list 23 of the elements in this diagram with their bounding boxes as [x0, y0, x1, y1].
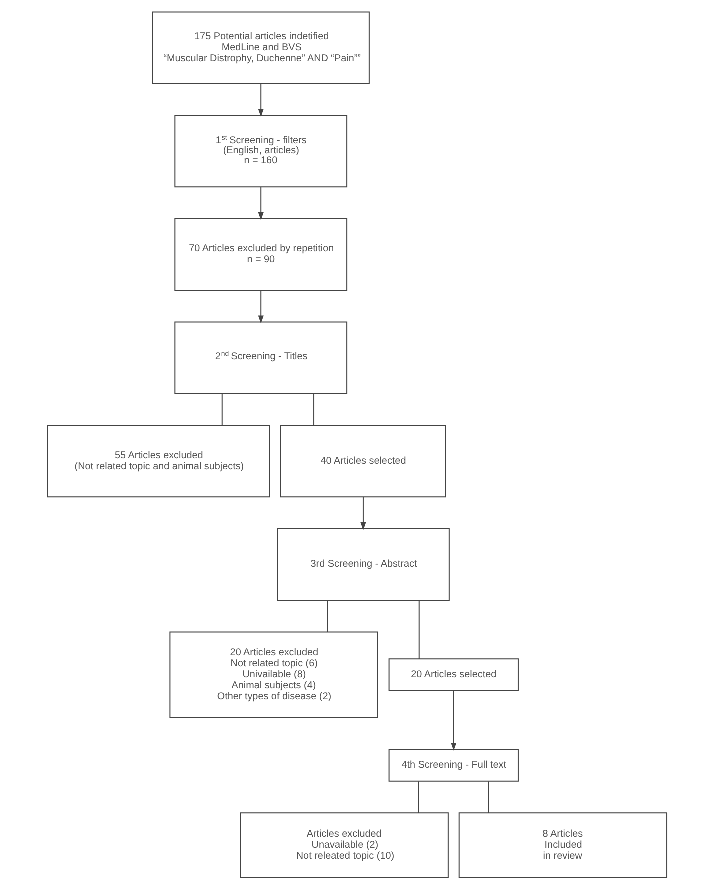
- connector: [326, 600, 328, 633]
- node-box: 8 Articles Included in review: [458, 812, 668, 878]
- node-box: 20 Articles excluded Not related topic (6) Univailable (8) Animal subjects (4) Other types of disease (2): [169, 632, 378, 718]
- node-box: 1$^{st}$ Screening - filters (English, articles) n = 160: [174, 115, 348, 188]
- node-box: 2$^{nd}$ Screening - Titles: [174, 322, 348, 394]
- node-box: Articles excluded Unavailable (2) Not releated topic (10): [240, 812, 448, 878]
- node-box: 70 Articles excluded by repetition n = 90: [174, 218, 348, 291]
- node-box: 4th Screening - Full text: [388, 749, 518, 782]
- node-box: 55 Articles excluded (Not related topic and animal subjects): [46, 425, 270, 498]
- connector: [221, 393, 222, 426]
- arrow: [450, 690, 456, 751]
- arrow: [360, 496, 366, 530]
- node-box: 175 Potential articles indetified MedLine and BVS “Muscular Distrophy, Duchenne” AND “Pain””: [152, 12, 370, 84]
- connector: [488, 781, 489, 814]
- node-box: 20 Articles selected: [388, 658, 518, 692]
- connector: [418, 781, 419, 814]
- arrow: [258, 83, 264, 118]
- arrow: [258, 186, 264, 220]
- node-box: 40 Articles selected: [280, 425, 446, 498]
- arrow: [258, 290, 264, 324]
- connector: [313, 393, 314, 426]
- connector: [418, 600, 420, 660]
- node-box: 3rd Screening - Abstract: [276, 528, 450, 601]
